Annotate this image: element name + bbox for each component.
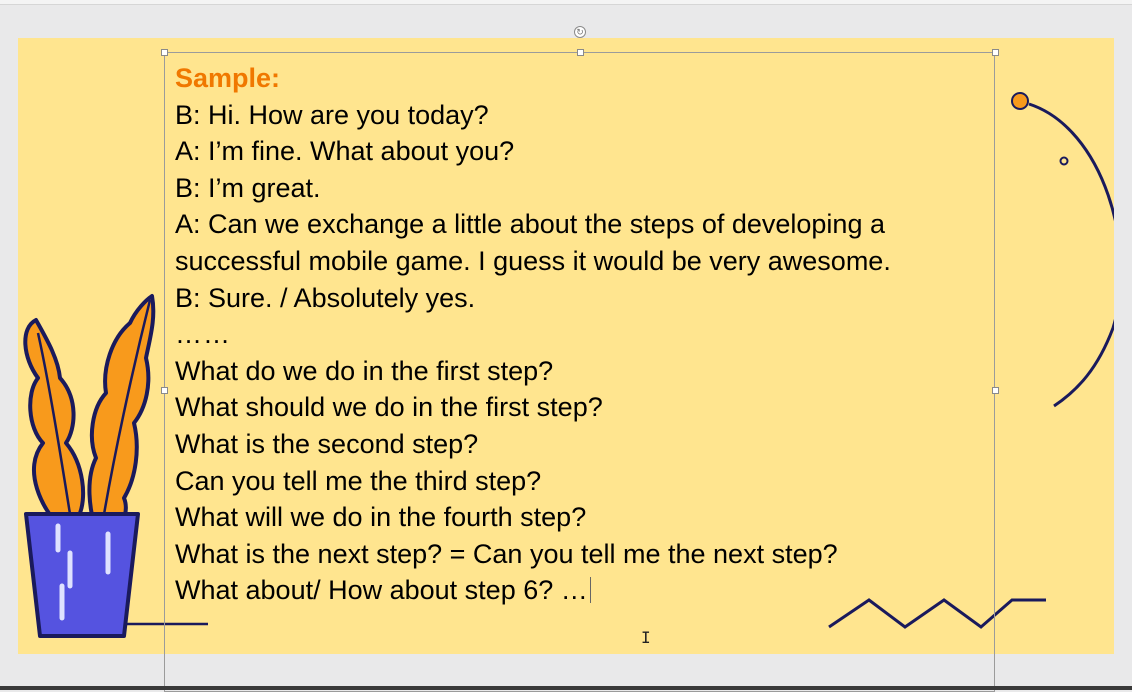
dialogue-line: B: Hi. How are you today? bbox=[175, 99, 489, 130]
dialogue-line: B: I’m great. bbox=[175, 172, 321, 203]
zigzag-line bbox=[828, 598, 1046, 629]
plant-pot bbox=[24, 512, 140, 638]
slide-canvas[interactable] bbox=[18, 38, 1114, 654]
orange-dot bbox=[1011, 92, 1029, 110]
dialogue-line: B: Sure. / Absolutely yes. bbox=[175, 282, 476, 313]
question-line: What is the second step? bbox=[175, 428, 479, 459]
toolbar-edge bbox=[0, 0, 1132, 5]
resize-handle-top-left[interactable] bbox=[161, 49, 168, 56]
right-leaf-vein bbox=[98, 299, 152, 539]
resize-handle-top-right[interactable] bbox=[992, 49, 999, 56]
question-line: Can you tell me the third step? bbox=[175, 465, 542, 496]
question-line-last: What about/ How about step 6? … bbox=[175, 572, 1005, 609]
sample-heading: Sample: bbox=[175, 63, 281, 93]
question-line-text: What about/ How about step 6? … bbox=[175, 575, 588, 606]
resize-handle-middle-right[interactable] bbox=[992, 387, 999, 394]
text-caret bbox=[589, 577, 591, 604]
text-cursor-icon: I bbox=[641, 628, 651, 647]
dialogue-line: successful mobile game. I guess it would… bbox=[175, 245, 891, 276]
left-leaf-vein bbox=[36, 332, 75, 534]
dialogue-line: A: I’m fine. What about you? bbox=[175, 136, 515, 167]
question-line: What will we do in the fourth step? bbox=[175, 502, 587, 533]
left-leaf bbox=[23, 318, 86, 540]
editor-bottom-edge bbox=[0, 686, 1132, 690]
potted-plant-illustration bbox=[23, 294, 208, 638]
ellipsis-line: …… bbox=[175, 319, 231, 350]
rotate-handle-icon[interactable]: ↻ bbox=[574, 26, 586, 38]
right-leaf bbox=[87, 294, 156, 540]
question-line: What should we do in the first step? bbox=[175, 392, 603, 423]
small-dot bbox=[1059, 156, 1069, 166]
question-line: What do we do in the first step? bbox=[175, 355, 554, 386]
resize-handle-middle-left[interactable] bbox=[161, 387, 168, 394]
dialogue-line: A: Can we exchange a little about the st… bbox=[175, 209, 885, 240]
question-line: What is the next step? = Can you tell me… bbox=[175, 538, 838, 569]
decorative-arc bbox=[1011, 92, 1114, 408]
slide-text-body[interactable]: Sample: B: Hi. How are you today? A: I’m… bbox=[175, 60, 1005, 609]
slide-decorations bbox=[23, 92, 1114, 638]
resize-handle-top-center[interactable] bbox=[577, 49, 584, 56]
